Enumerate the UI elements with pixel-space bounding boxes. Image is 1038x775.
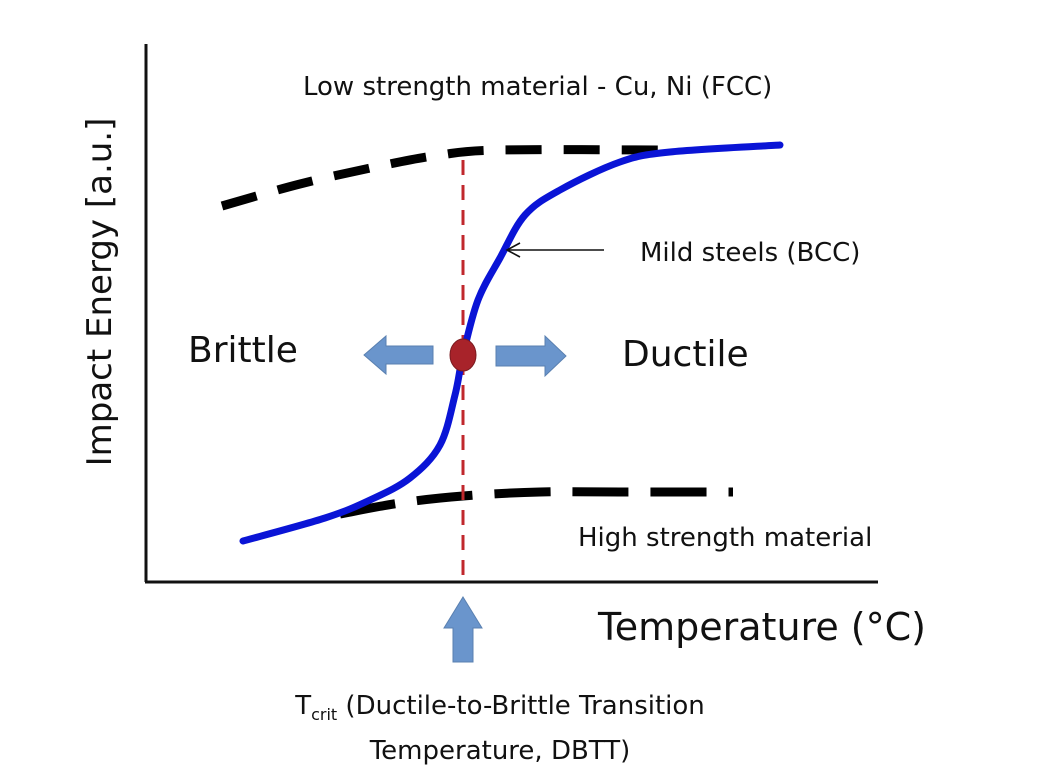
- y-axis-label: Impact Energy [a.u.]: [80, 117, 120, 467]
- t-subscript: crit: [311, 705, 338, 725]
- low-strength-label: Low strength material - Cu, Ni (FCC): [303, 72, 773, 102]
- mild-steel-curve: [239, 141, 784, 545]
- dbtt-caption: Tcrit (Ductile-to-Brittle Transition Tem…: [250, 688, 750, 769]
- arrow-right-icon: [495, 334, 567, 378]
- caption-line-1: Tcrit (Ductile-to-Brittle Transition: [250, 688, 750, 733]
- high-strength-dashed-curve: [339, 487, 733, 519]
- caption-text-1: (Ductile-to-Brittle Transition: [337, 691, 705, 721]
- arrow-up-icon: [443, 596, 483, 663]
- caption-line-2: Temperature, DBTT): [369, 736, 631, 767]
- brittle-label: Brittle: [188, 330, 298, 371]
- transition-point-marker: [449, 338, 477, 372]
- mild-steels-label: Mild steels (BCC): [640, 238, 861, 268]
- t-symbol: T: [295, 691, 312, 721]
- x-axis-label: Temperature (°C): [598, 605, 926, 649]
- high-strength-label: High strength material: [578, 523, 873, 553]
- arrow-left-icon: [363, 334, 434, 376]
- mild-steel-pointer-arrowhead-icon: [505, 242, 521, 258]
- low-strength-dashed-curve: [220, 145, 671, 211]
- ductile-label: Ductile: [622, 334, 749, 375]
